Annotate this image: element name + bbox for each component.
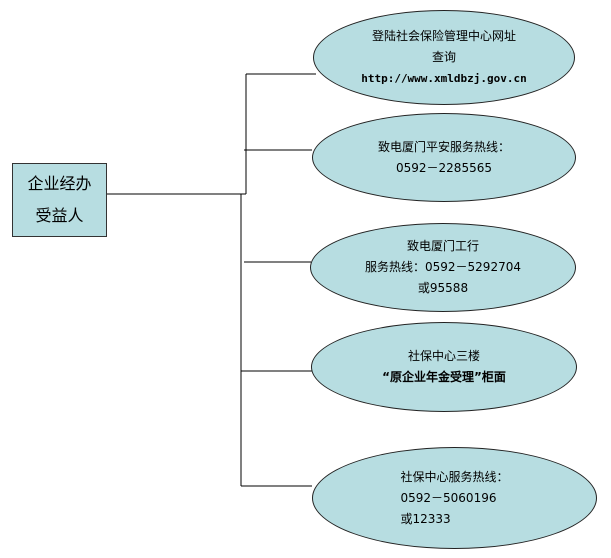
node-icbc: 致电厦门工行 服务热线：0592－5292704 或95588	[310, 223, 576, 312]
node-icbc-line-1: 致电厦门工行	[406, 239, 479, 253]
node-ping-an: 致电厦门平安服务热线： 0592－2285565	[312, 113, 576, 202]
node-third-floor-line-1: 社保中心三楼	[407, 349, 480, 363]
node-website-line-2: 查询	[431, 50, 456, 64]
node-hotline-phone: 0592－5060196	[400, 490, 497, 505]
source-box-line-1: 企业经办	[27, 174, 92, 193]
node-hotline: 社保中心服务热线： 0592－5060196 或12333	[312, 447, 597, 549]
node-website-line-1: 登陆社会保险管理中心网址	[371, 29, 516, 43]
node-website-url: http://www.xmldbzj.gov.cn	[361, 72, 527, 85]
node-hotline-line-1: 社保中心服务热线：	[400, 469, 509, 484]
source-box-line-2: 受益人	[35, 206, 84, 225]
node-icbc-alt-phone: 或95588	[417, 281, 469, 295]
node-third-floor-line-2: “原企业年金受理”柜面	[382, 370, 506, 384]
node-hotline-alt-phone: 或12333	[400, 511, 451, 526]
node-icbc-phone: 服务热线：0592－5292704	[365, 260, 521, 274]
node-ping-an-line-1: 致电厦门平安服务热线：	[377, 139, 510, 154]
node-third-floor: 社保中心三楼 “原企业年金受理”柜面	[311, 322, 577, 412]
node-website: 登陆社会保险管理中心网址 查询 http://www.xmldbzj.gov.c…	[313, 10, 575, 105]
node-ping-an-phone: 0592－2285565	[396, 160, 492, 175]
source-box: 企业经办 受益人	[12, 163, 107, 237]
